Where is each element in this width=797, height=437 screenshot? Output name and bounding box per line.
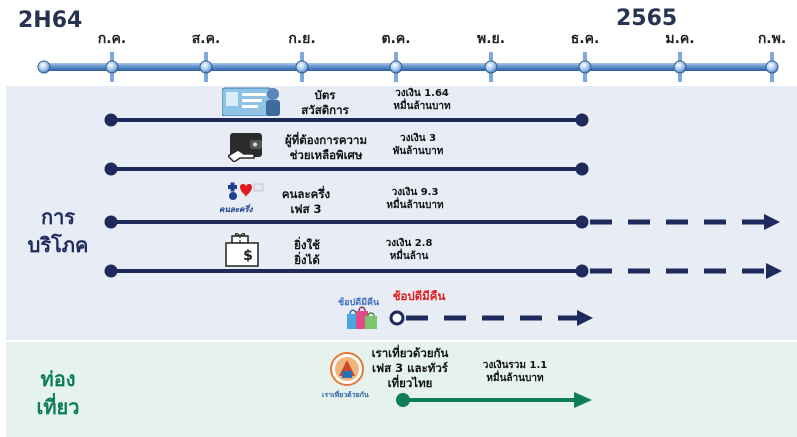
- bar-half-half-phase3: [104, 214, 780, 230]
- year-right-label: 2565: [616, 6, 678, 31]
- wallet-hand-icon: [226, 132, 264, 166]
- month-marker-jul: [105, 52, 119, 82]
- section-label-tourism: ท่อง เที่ยว: [36, 367, 80, 419]
- program-label-tourism: เราเที่ยวด้วยกัน เฟส 3 และทัวร์ เที่ยวไท…: [371, 346, 449, 390]
- month-marker-jan: [673, 52, 687, 82]
- month-marker-dec: [578, 52, 592, 82]
- month-label-oct: ต.ค.: [381, 31, 411, 47]
- month-marker-feb: [765, 52, 779, 82]
- month-label-jan: ม.ค.: [665, 31, 695, 47]
- tourism-panel: [6, 342, 797, 437]
- budget-tourism: วงเงินรวม 1.1 หมื่นล้านบาท: [482, 360, 548, 384]
- bar-special-assistance: [104, 162, 589, 176]
- half-half-logo-caption: คนละครึ่ง: [219, 205, 253, 214]
- budget-special-assistance: วงเงิน 3 พันล้านบาท: [392, 133, 444, 157]
- half-half-logo-icon: [224, 181, 264, 207]
- budget-welfare-card: วงเงิน 1.64 หมื่นล้านบาท: [393, 88, 451, 112]
- month-label-dec: ธ.ค.: [570, 31, 600, 47]
- bar-welfare-card: [104, 113, 589, 127]
- month-label-feb: ก.พ.: [757, 31, 787, 47]
- timeline-start-dot: [37, 60, 51, 74]
- timeline-axis: [42, 63, 778, 71]
- month-label-aug: ส.ค.: [191, 31, 221, 47]
- welfare-card-icon: [221, 86, 280, 120]
- gift-money-icon: $: [224, 232, 260, 271]
- month-label-nov: พ.ย.: [476, 31, 506, 47]
- program-label-special-assistance: ผู้ที่ต้องการความ ช่วยเหลือพิเศษ: [284, 133, 368, 162]
- consumption-panel: [6, 86, 797, 340]
- bar-tourism: [396, 392, 592, 408]
- year-left-label: 2H64: [18, 8, 83, 33]
- month-label-sep: ก.ย.: [288, 31, 316, 47]
- program-label-spend-more: ยิ่งใช้ ยิ่งได้: [294, 238, 320, 267]
- travel-logo-caption: เราเที่ยวด้วยกัน: [322, 391, 369, 399]
- bar-spend-more-get-more: [104, 263, 782, 279]
- month-label-jul: ก.ค.: [97, 31, 127, 47]
- budget-spend-more: วงเงิน 2.8 หมื่นล้าน: [385, 238, 433, 262]
- shopping-bags-icon: [345, 306, 379, 334]
- program-label-shop-dee-mee-kuen: ช้อปดีมีคืน: [392, 289, 446, 303]
- month-marker-nov: [484, 52, 498, 82]
- month-marker-oct: [389, 52, 403, 82]
- section-label-consumption: การ บริโภค: [27, 205, 89, 257]
- program-label-half-half: คนละครึ่ง เฟส 3: [281, 187, 331, 216]
- month-marker-aug: [199, 52, 213, 82]
- travel-logo-icon: [330, 352, 364, 390]
- svg-text:$: $: [243, 248, 253, 264]
- bar-shop-dee-mee-kuen: [389, 310, 593, 326]
- program-label-welfare-card: บัตร สวัสดิการ: [301, 88, 349, 117]
- month-marker-sep: [295, 52, 309, 82]
- shop-logo-caption: ช้อปดีมีคืน: [338, 298, 380, 308]
- budget-half-half: วงเงิน 9.3 หมื่นล้านบาท: [386, 187, 444, 211]
